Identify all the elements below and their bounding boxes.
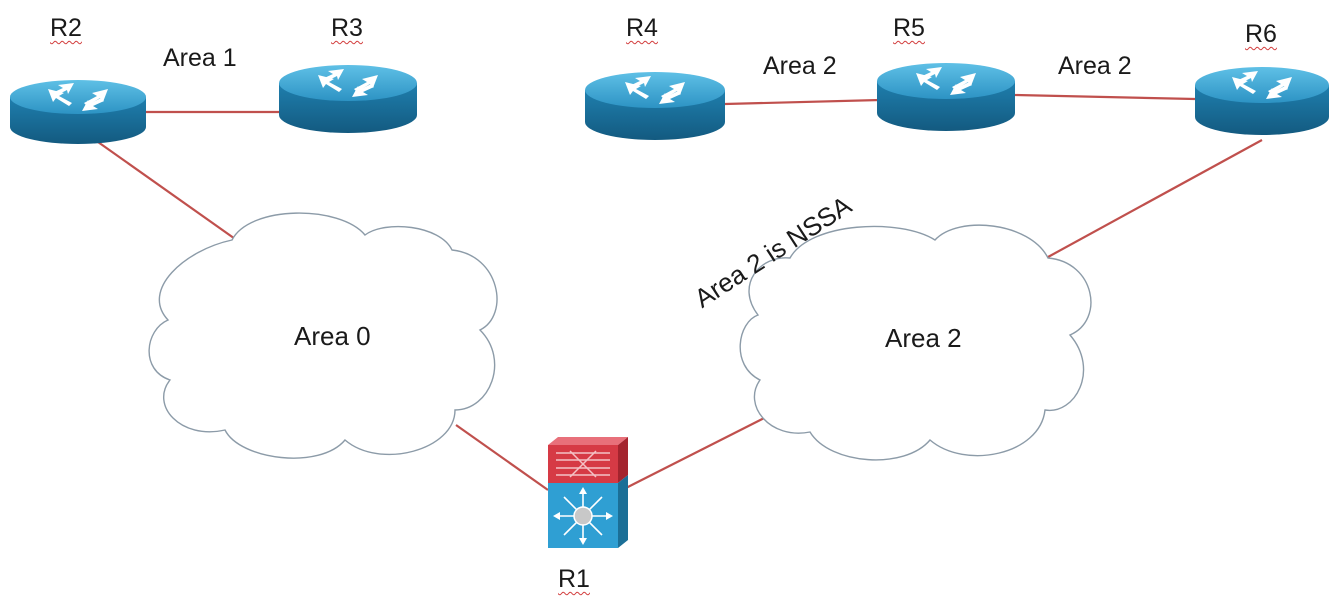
link-label-r4-r5: Area 2 (763, 52, 837, 80)
link-label-r2-r3: Area 1 (163, 44, 237, 72)
link-r5-r6 (1014, 93, 1196, 101)
cloud-area2 (739, 224, 1092, 461)
router-label-r6: R6 (1245, 20, 1277, 48)
router-r6-icon[interactable] (1195, 67, 1329, 135)
router-label-r3: R3 (331, 14, 363, 42)
link-area0-r1 (455, 424, 549, 491)
switch-r1-icon[interactable] (548, 437, 628, 548)
cloud-area0 (148, 212, 498, 459)
router-label-r4: R4 (626, 14, 658, 42)
links (97, 93, 1263, 491)
cloud-label-area2: Area 2 (885, 323, 962, 353)
link-r1-area2 (621, 409, 781, 491)
router-label-r2: R2 (50, 14, 82, 42)
router-r5-icon[interactable] (877, 63, 1015, 131)
router-r2-icon[interactable] (10, 80, 146, 144)
link-r2-area0 (97, 141, 239, 242)
router-r3-icon[interactable] (279, 65, 417, 133)
link-label-r5-r6: Area 2 (1058, 52, 1132, 80)
link-r4-r5 (724, 98, 881, 106)
router-label-r5: R5 (893, 14, 925, 42)
router-r4-icon[interactable] (585, 72, 725, 140)
link-r6-area2 (1047, 139, 1263, 258)
cloud-label-area0: Area 0 (294, 321, 371, 351)
router-label-r1: R1 (558, 565, 590, 593)
